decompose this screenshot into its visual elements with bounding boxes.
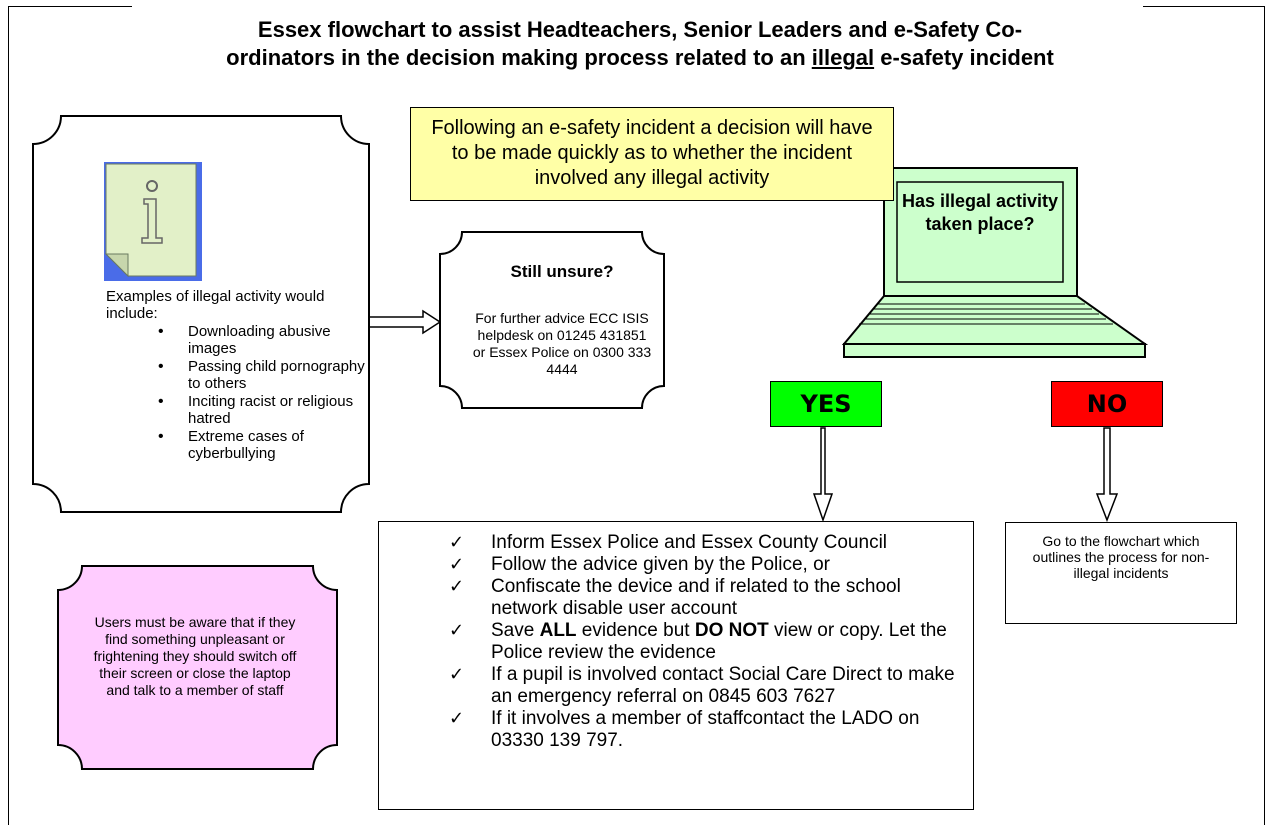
action-item: ✓ Follow the advice given by the Police, … [419,554,961,576]
action-item: ✓ Confiscate the device and if related to… [419,576,961,620]
action-item: ✓ Save ALL evidence but DO NOT view or co… [419,620,961,664]
check-icon: ✓ [449,620,465,641]
non-illegal-box: Go to the flowchart which outlines the p… [1005,522,1237,624]
action-text: Confiscate the device and if related to … [491,576,901,619]
page-frame [8,6,1265,825]
title-line-2: ordinators in the decision making proces… [120,44,1160,72]
check-icon: ✓ [449,708,465,729]
right-arrow [370,309,442,335]
action-text: evidence but [576,620,695,641]
example-item: Passing child pornography to others [106,358,366,392]
action-item: ✓ Inform Essex Police and Essex County Co… [419,532,961,554]
unsure-body: For further advice ECC ISIS helpdesk on … [472,310,652,377]
action-text: If it involves a member of staffcontact … [491,708,920,751]
check-icon: ✓ [449,532,465,553]
intro-box: Following an e-safety incident a decisio… [410,107,894,201]
example-item: Extreme cases of cyberbullying [106,428,366,462]
action-item: ✓ If it involves a member of staffcontact… [419,708,961,752]
unsure-title: Still unsure? [510,262,614,281]
example-item: Downloading abusive images [106,323,366,357]
no-box: NO [1051,381,1163,427]
action-bold-all: ALL [539,620,577,641]
check-icon: ✓ [449,576,465,597]
actions-box: ✓ Inform Essex Police and Essex County Co… [378,521,974,810]
laptop-icon [841,167,1149,358]
example-item: Inciting racist or religious hatred [106,393,366,427]
actions-list: ✓ Inform Essex Police and Essex County Co… [419,532,961,752]
check-icon: ✓ [449,664,465,685]
action-bold-do-not: DO NOT [694,620,769,641]
title-line-1: Essex flowchart to assist Headteachers, … [257,17,1023,42]
action-text: Follow the advice given by the Police, o… [491,554,831,575]
action-text: If a pupil is involved contact Social Ca… [491,664,955,707]
examples-list: Downloading abusive images Passing child… [106,323,366,462]
check-icon: ✓ [449,554,465,575]
unsure-plaque [439,231,665,409]
frame-top-right-line [1143,6,1264,7]
title-line-2-end: e-safety incident [874,45,1054,70]
examples-list-block: Examples of illegal activity would inclu… [106,288,366,462]
title-line-2-start: ordinators in the decision making proces… [226,45,812,70]
frame-top-left-line [8,6,132,7]
no-down-arrow [1095,427,1119,523]
warning-plaque [57,565,338,770]
flowchart-title: Essex flowchart to assist Headteachers, … [120,16,1160,72]
yes-box: YES [770,381,882,427]
action-text: Save [491,620,540,641]
action-item: ✓ If a pupil is involved contact Social C… [419,664,961,708]
yes-down-arrow [812,427,834,523]
information-note-icon [104,162,202,281]
warning-text: Users must be aware that if they find so… [93,614,297,698]
examples-heading: Examples of illegal activity would inclu… [106,288,325,322]
action-text: view or copy. Let the Police review the … [491,620,947,663]
action-text: Inform Essex Police and Essex County Cou… [491,532,888,553]
title-illegal-underlined: illegal [811,45,875,70]
decision-question: Has illegal activity taken place? [901,191,1059,234]
